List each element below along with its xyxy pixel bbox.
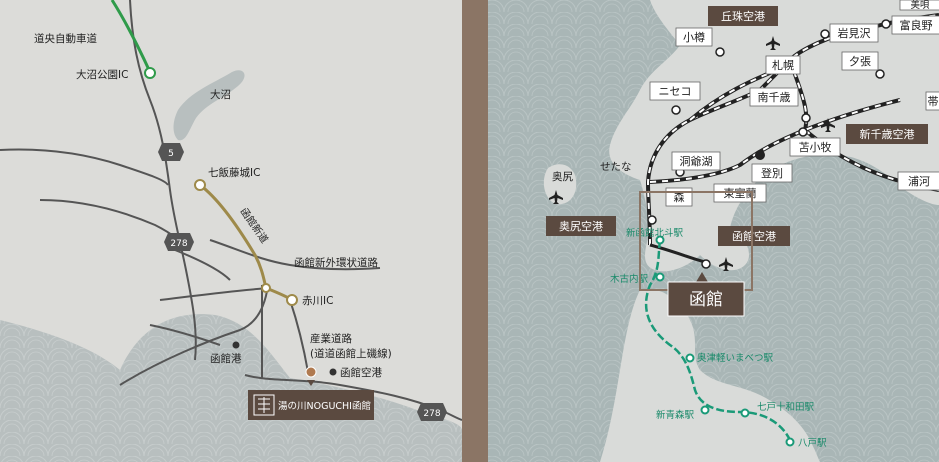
hakodate-port-label: 函館港 <box>210 352 242 365</box>
property-logo-icon <box>253 394 275 416</box>
city-noboribetsu: 登別 <box>761 166 783 180</box>
akagawa-ic-label: 赤川IC <box>302 295 333 307</box>
lake-onuma <box>173 70 245 141</box>
city-tomakomai: 苫小牧 <box>799 140 832 154</box>
expressway-label: 道央自動車道 <box>34 32 97 45</box>
nanae-fujishiro-ic-marker <box>194 179 206 191</box>
left-roads <box>0 0 462 421</box>
akagawa-ic-marker <box>286 294 298 306</box>
station-shichinohe: 七戸十和田駅 <box>757 401 815 413</box>
city-iwamizawa: 岩見沢 <box>838 26 871 40</box>
new-chitose-airplane-icon <box>821 118 835 132</box>
okadama-airplane-icon <box>766 36 780 50</box>
airport-labels: 丘珠空港 新千歳空港 奥尻空港 函館空港 <box>546 6 928 246</box>
airport-icons <box>549 36 835 271</box>
noboribetsu-marker <box>755 150 765 160</box>
onuma-park-ic-label: 大沼公園IC <box>76 68 128 81</box>
city-minami-chitose: 南千歳 <box>758 91 791 104</box>
property-location-dot <box>305 366 317 378</box>
hakodate-outer-ring-label: 函館新外環状道路 <box>294 256 378 269</box>
station-shin-hakodate-hokuto: 新函館北斗駅 <box>626 227 684 239</box>
svg-text:278: 278 <box>170 239 187 249</box>
city-bibai: 美唄 <box>910 0 930 11</box>
city-obihiro: 帯 <box>928 95 939 108</box>
left-sea-pattern <box>0 314 462 462</box>
city-furano: 富良野 <box>900 18 933 32</box>
hakodate-shindo-road <box>199 183 293 302</box>
sangyo-road-sublabel: (道道函館上磯線) <box>310 347 392 360</box>
property-label: 湯の川NOGUCHI函館 <box>278 400 371 412</box>
airport-okushiri: 奥尻空港 <box>559 219 603 233</box>
place-setana: せたな <box>600 161 632 173</box>
route-shield-5: 5 <box>158 143 184 161</box>
onuma-park-ic-marker <box>144 67 156 79</box>
onuma-label: 大沼 <box>210 88 231 101</box>
city-sapporo: 札幌 <box>772 58 794 72</box>
right-map: 小樽 札幌 岩見沢 富良野 美唄 夕張 帯 ニセコ 南千歳 苫小牧 洞爺湖 登別 <box>488 0 939 462</box>
hakodate-airport-dot-left <box>329 368 337 376</box>
station-hachinohe: 八戸駅 <box>798 438 827 449</box>
highlight-hakodate: 函館 <box>689 290 723 310</box>
svg-text:278: 278 <box>423 409 440 419</box>
city-urakawa: 浦河 <box>908 175 930 188</box>
property-label-box: 湯の川NOGUCHI函館 <box>248 390 374 420</box>
airport-hakodate: 函館空港 <box>732 229 776 243</box>
airport-okadama: 丘珠空港 <box>721 9 765 23</box>
hakodate-airplane-icon <box>719 257 733 271</box>
station-okutsugaru: 奥津軽いまべつ駅 <box>697 352 774 364</box>
honshu-land <box>600 289 820 462</box>
okushiri-airplane-icon <box>549 190 563 204</box>
airport-new-chitose: 新千歳空港 <box>860 127 915 141</box>
station-shin-aomori: 新青森駅 <box>656 409 695 421</box>
okushiri-island <box>543 164 577 205</box>
city-niseko: ニセコ <box>659 85 692 98</box>
hakodate-airport-label-left: 函館空港 <box>340 366 382 379</box>
svg-text:5: 5 <box>168 149 174 159</box>
station-kikonai: 木古内駅 <box>610 273 649 285</box>
city-otaru: 小樽 <box>683 30 705 44</box>
city-labels: 小樽 札幌 岩見沢 富良野 美唄 夕張 帯 ニセコ 南千歳 苫小牧 洞爺湖 登別 <box>649 0 939 207</box>
city-toyako: 洞爺湖 <box>680 154 713 168</box>
junction-marker <box>261 283 271 293</box>
hakodate-port-dot <box>232 341 240 349</box>
hakodate-highlight: 函館 <box>667 272 745 317</box>
city-yubari: 夕張 <box>849 55 871 68</box>
route-shield-278-lower: 278 <box>417 403 447 421</box>
city-mori: 森 <box>674 190 685 204</box>
route-shield-278-upper: 278 <box>164 233 194 251</box>
sangyo-road-label: 産業道路 <box>310 332 352 345</box>
property-pointer <box>307 380 315 386</box>
expressway-green <box>110 0 152 73</box>
left-map: 5 278 278 道央自動車道 大沼公園IC 大沼 七飯藤城IC 函館新道 函… <box>0 0 462 462</box>
shinkansen-station-markers <box>655 235 795 447</box>
nanae-fujishiro-ic-label: 七飯藤城IC <box>208 166 260 179</box>
place-okushiri: 奥尻 <box>552 170 573 183</box>
station-labels: 新函館北斗駅 木古内駅 奥津軽いまべつ駅 新青森駅 七戸十和田駅 八戸駅 <box>610 227 827 449</box>
